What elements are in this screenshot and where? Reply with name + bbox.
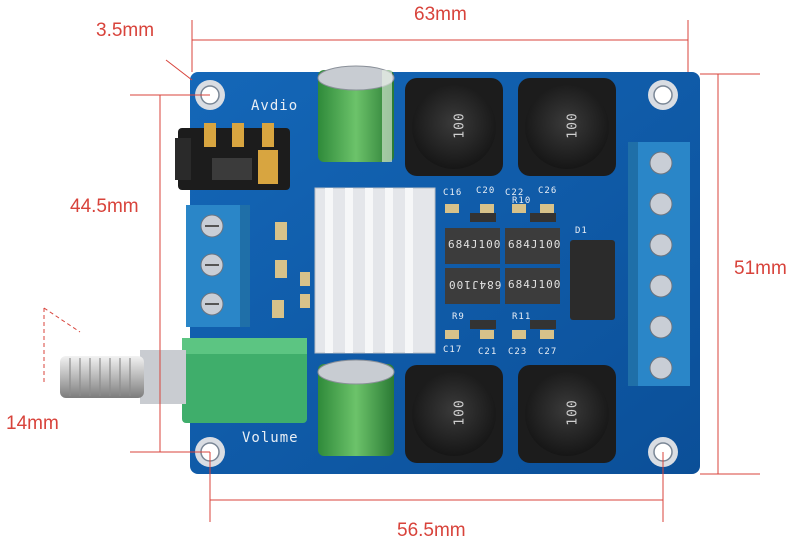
- dim-hole-spacing-horizontal-label: 56.5mm: [397, 520, 466, 541]
- inductor-top-left: [405, 78, 503, 176]
- inductor-bottom-right: [518, 365, 616, 463]
- film-cap-marking-1: 684J100: [448, 238, 502, 251]
- film-cap-marking-2: 684J100: [508, 238, 562, 251]
- inductor-marking-2: 100: [565, 112, 581, 139]
- film-cap-marking-3: 684J100: [448, 278, 502, 291]
- smd-components: [272, 204, 556, 339]
- cap-label-c21: C21: [478, 347, 498, 357]
- inductor-marking-3: 100: [452, 399, 468, 426]
- audio-jack: [175, 123, 290, 190]
- film-cap-3: [445, 268, 500, 304]
- capacitor-bottom: [317, 359, 395, 456]
- dimension-lines: [43, 20, 760, 522]
- film-cap-4: [505, 268, 560, 304]
- cap-label-c22: C22: [505, 188, 525, 198]
- resistor-label-r10: R10: [512, 196, 532, 206]
- film-cap-2: [505, 228, 560, 264]
- cap-label-c17: C17: [443, 345, 463, 355]
- inductor-marking-4: 100: [565, 399, 581, 426]
- output-terminal-block: [628, 142, 690, 386]
- cap-label-c20: C20: [476, 186, 496, 196]
- dim-board-height-label: 51mm: [734, 258, 787, 279]
- inductor-top-right: [518, 78, 616, 176]
- cap-label-c23: C23: [508, 347, 528, 357]
- cap-label-c27: C27: [538, 347, 558, 357]
- potentiometer: [60, 338, 307, 423]
- dim-hole-offset-label: 3.5mm: [96, 20, 155, 41]
- heatsink: [314, 187, 436, 354]
- silk-volume-label: Volume: [242, 430, 299, 446]
- diode-d1: [570, 240, 615, 320]
- film-cap-marking-4: 684J100: [508, 278, 562, 291]
- cap-label-c26: C26: [538, 186, 558, 196]
- mounting-hole-top-right: [648, 80, 678, 110]
- resistor-label-r9: R9: [452, 312, 465, 322]
- dim-board-width-label: 63mm: [414, 4, 467, 25]
- cap-label-c16: C16: [443, 188, 463, 198]
- inductor-bottom-left: [405, 365, 503, 463]
- film-cap-1: [445, 228, 500, 264]
- dim-knob-length-label: 14mm: [6, 413, 59, 434]
- dim-hole-spacing-vertical-label: 44.5mm: [70, 196, 139, 217]
- inductor-marking-1: 100: [452, 112, 468, 139]
- silk-audio-label: Avdio: [251, 98, 299, 114]
- resistor-label-r11: R11: [512, 312, 532, 322]
- diode-label-d1: D1: [575, 226, 588, 236]
- input-terminal-block: [186, 205, 250, 327]
- capacitor-top: [317, 65, 395, 162]
